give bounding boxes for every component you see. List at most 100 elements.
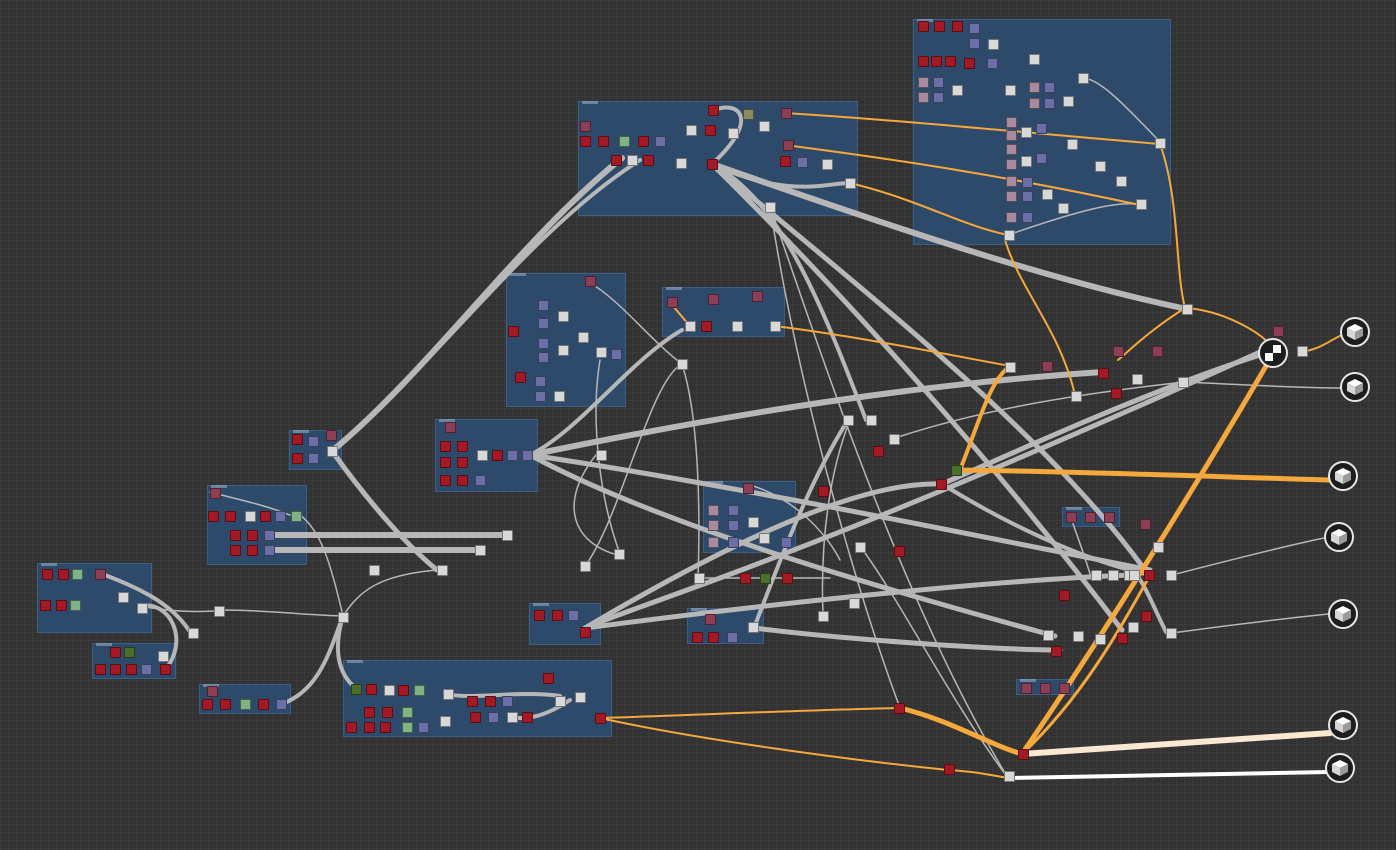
graph-node-red[interactable] [611, 155, 622, 166]
graph-node-grey[interactable] [596, 347, 607, 358]
graph-node-red[interactable] [638, 136, 649, 147]
graph-node-red[interactable] [208, 511, 219, 522]
graph-node-red[interactable] [894, 546, 905, 557]
graph-node-grey[interactable] [818, 611, 829, 622]
graph-node-pink[interactable] [1006, 176, 1017, 187]
graph-node-maroon[interactable] [708, 294, 719, 305]
graph-node-grey[interactable] [614, 549, 625, 560]
graph-node-lavender[interactable] [522, 450, 533, 461]
graph-node-maroon[interactable] [326, 430, 337, 441]
graph-node-grey[interactable] [822, 159, 833, 170]
graph-node-grey[interactable] [443, 689, 454, 700]
graph-node-red[interactable] [945, 56, 956, 67]
graph-node-lavender[interactable] [568, 610, 579, 621]
graph-node-red[interactable] [258, 699, 269, 710]
graph-node-red[interactable] [440, 457, 451, 468]
graph-node-grey[interactable] [1108, 570, 1119, 581]
graph-node-lavender[interactable] [655, 136, 666, 147]
graph-node-green[interactable] [72, 569, 83, 580]
graph-node-grey[interactable] [849, 598, 860, 609]
graph-node-grey[interactable] [1166, 628, 1177, 639]
output-node-out-6[interactable] [1328, 710, 1358, 740]
graph-node-red[interactable] [522, 712, 533, 723]
graph-node-pink[interactable] [1029, 82, 1040, 93]
graph-node-red[interactable] [692, 632, 703, 643]
graph-node-pink[interactable] [708, 537, 719, 548]
graph-node-pink[interactable] [1006, 117, 1017, 128]
graph-node-grey[interactable] [1005, 85, 1016, 96]
graph-node-lavender[interactable] [1022, 177, 1033, 188]
graph-node-maroon[interactable] [1152, 346, 1163, 357]
graph-node-maroon[interactable] [1273, 326, 1284, 337]
graph-node-red[interactable] [292, 453, 303, 464]
graph-node-grey[interactable] [580, 561, 591, 572]
graph-node-maroon[interactable] [445, 422, 456, 433]
graph-node-grey[interactable] [1005, 362, 1016, 373]
graph-node-maroon[interactable] [210, 488, 221, 499]
graph-node-grey[interactable] [694, 573, 705, 584]
graph-node-grey[interactable] [214, 606, 225, 617]
graph-node-red[interactable] [740, 573, 751, 584]
graph-node-pink[interactable] [918, 77, 929, 88]
graph-node-red[interactable] [470, 712, 481, 723]
graph-node-red[interactable] [782, 573, 793, 584]
graph-node-maroon[interactable] [705, 614, 716, 625]
graph-node-lavender[interactable] [1044, 98, 1055, 109]
graph-node-lavender[interactable] [538, 338, 549, 349]
graph-node-pink[interactable] [708, 505, 719, 516]
graph-node-grey[interactable] [1021, 156, 1032, 167]
graph-node-red[interactable] [56, 600, 67, 611]
graph-node-grey[interactable] [137, 603, 148, 614]
graph-node-red[interactable] [247, 545, 258, 556]
graph-node-red[interactable] [705, 125, 716, 136]
graph-node-maroon[interactable] [1059, 683, 1070, 694]
graph-node-lavender[interactable] [475, 475, 486, 486]
graph-node-darkgreen[interactable] [351, 684, 362, 695]
graph-node-lavender[interactable] [502, 696, 513, 707]
graph-node-maroon[interactable] [207, 686, 218, 697]
graph-node-grey[interactable] [1297, 346, 1308, 357]
graph-node-red[interactable] [1059, 590, 1070, 601]
graph-node-red[interactable] [1051, 646, 1062, 657]
graph-node-red[interactable] [952, 21, 963, 32]
graph-node-grey[interactable] [748, 517, 759, 528]
graph-node-red[interactable] [936, 479, 947, 490]
graph-node-red[interactable] [515, 372, 526, 383]
graph-node-red[interactable] [543, 673, 554, 684]
graph-node-grey[interactable] [866, 415, 877, 426]
graph-node-grey[interactable] [369, 565, 380, 576]
graph-node-maroon[interactable] [1040, 683, 1051, 694]
graph-node-maroon[interactable] [1021, 683, 1032, 694]
graph-node-olive[interactable] [743, 109, 754, 120]
graph-node-lavender[interactable] [308, 436, 319, 447]
graph-node-grey[interactable] [338, 612, 349, 623]
graph-node-maroon[interactable] [743, 483, 754, 494]
graph-node-maroon[interactable] [1042, 361, 1053, 372]
graph-node-lavender[interactable] [264, 530, 275, 541]
graph-node-maroon[interactable] [1085, 512, 1096, 523]
graph-node-lavender[interactable] [728, 537, 739, 548]
graph-node-grey[interactable] [732, 321, 743, 332]
graph-node-lavender[interactable] [275, 511, 286, 522]
graph-node-grey[interactable] [558, 311, 569, 322]
graph-node-grey[interactable] [1178, 377, 1189, 388]
graph-node-maroon[interactable] [752, 291, 763, 302]
graph-node-red[interactable] [160, 664, 171, 675]
graph-node-grey[interactable] [845, 178, 856, 189]
output-node-out-3[interactable] [1328, 461, 1358, 491]
graph-node-red[interactable] [457, 457, 468, 468]
graph-node-lavender[interactable] [538, 352, 549, 363]
graph-node-pink[interactable] [1029, 98, 1040, 109]
graph-node-red[interactable] [398, 685, 409, 696]
graph-node-grey[interactable] [1166, 570, 1177, 581]
output-node-out-1[interactable] [1340, 317, 1370, 347]
graph-node-darkgreen[interactable] [951, 465, 962, 476]
graph-node-grey[interactable] [384, 685, 395, 696]
output-node-out-5[interactable] [1328, 599, 1358, 629]
graph-node-grey[interactable] [1091, 570, 1102, 581]
graph-node-red[interactable] [701, 321, 712, 332]
graph-node-red[interactable] [230, 530, 241, 541]
graph-node-pink[interactable] [1006, 130, 1017, 141]
graph-node-green[interactable] [240, 699, 251, 710]
graph-node-red[interactable] [440, 441, 451, 452]
